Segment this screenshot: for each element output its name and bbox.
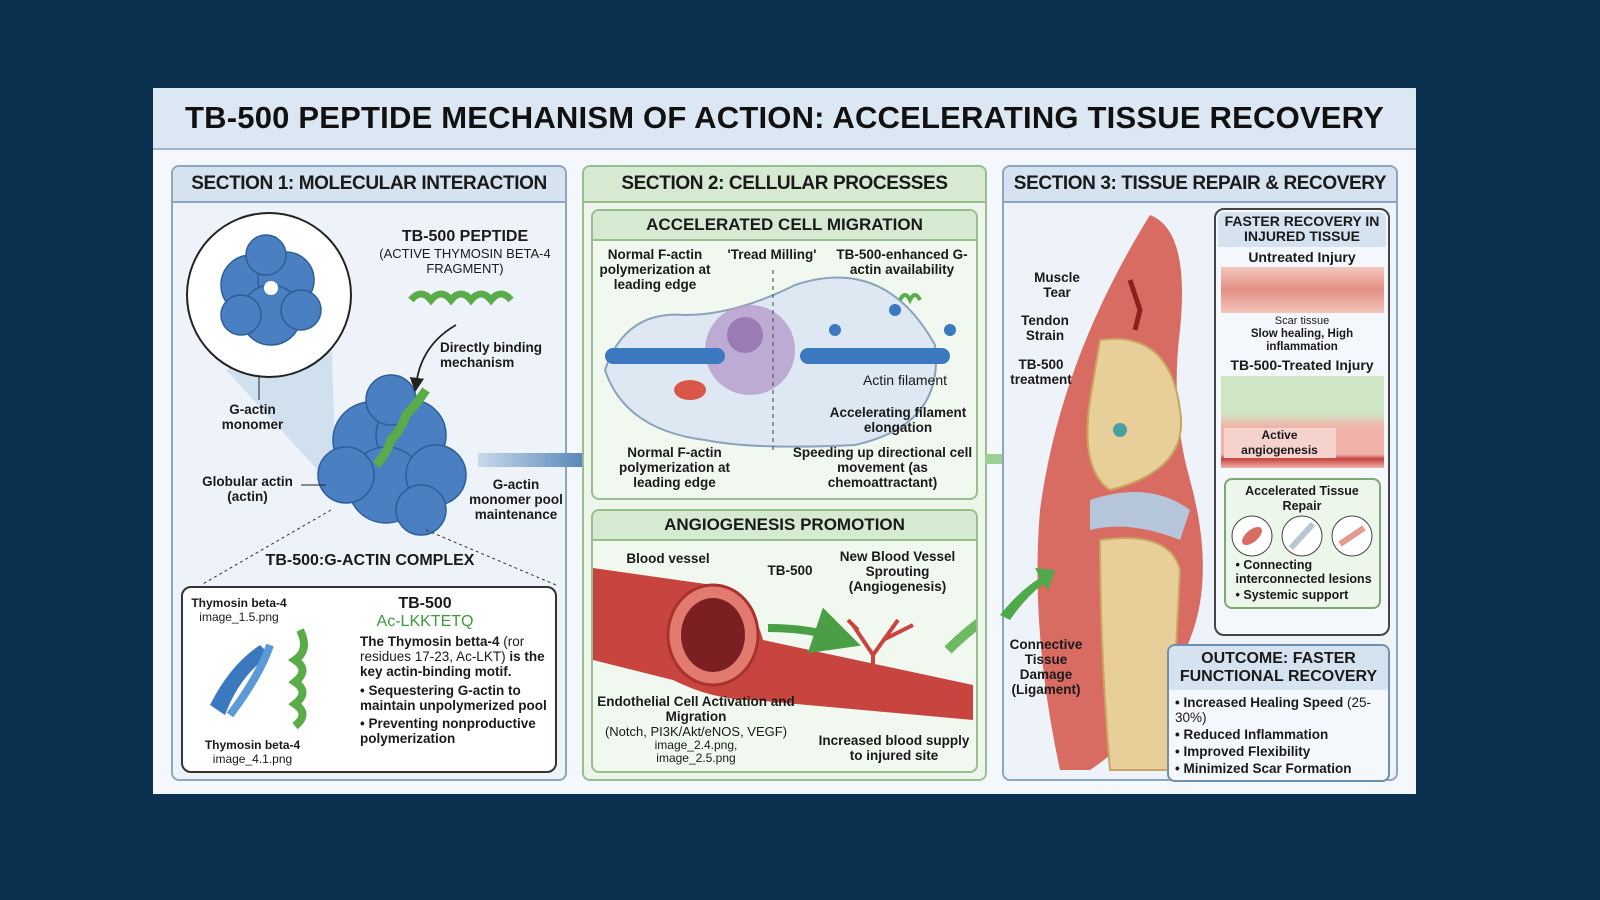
tb4-top-label: Thymosin beta-4	[191, 596, 287, 610]
bullet: Connecting interconnected lesions	[1236, 558, 1375, 586]
complex-title: TB-500:G-ACTIN COMPLEX	[265, 552, 475, 569]
bullet: Minimized Scar Formation	[1175, 761, 1384, 776]
bullet-bold: Increased Healing Speed	[1183, 695, 1344, 710]
pool-label: G-actin monomer pool maintenance	[469, 477, 563, 522]
tissue-repair-icons	[1231, 515, 1372, 557]
tb4-top-group: Thymosin beta-4 image_1.5.png	[184, 596, 294, 624]
recovery-panel: FASTER RECOVERY IN INJURED TISSUE Untrea…	[1214, 208, 1390, 636]
pathways-label: (Notch, PI3K/Akt/eNOS, VEGF)	[604, 724, 788, 739]
treatment-label: TB-500 treatment	[1010, 357, 1072, 387]
binding-label: Directly binding mechanism	[440, 340, 543, 370]
desc-normal: (ror residues 17-23, Ac-LKT)	[360, 634, 525, 664]
bullet: Preventing nonproductive polymerization	[360, 716, 554, 746]
outcome-panel: OUTCOME: FASTER FUNCTIONAL RECOVERY Incr…	[1167, 644, 1390, 782]
tb4-bottom-label: Thymosin beta-4	[204, 738, 301, 752]
muscle-tear-label: Muscle Tear	[1034, 270, 1080, 300]
normal-factin-top: Normal F-actin polymerization at leading…	[599, 247, 711, 292]
endothelial-label: Endothelial Cell Activation and Migratio…	[597, 694, 795, 724]
bullet: Improved Flexibility	[1175, 744, 1384, 759]
scar-tissue-image	[1220, 267, 1384, 313]
thymosin-structure	[210, 628, 308, 730]
section-3-header: SECTION 3: TISSUE REPAIR & RECOVERY	[1004, 167, 1396, 203]
cell-migration-header: ACCELERATED CELL MIGRATION	[593, 211, 976, 241]
treated-label: TB-500-Treated Injury	[1230, 357, 1374, 373]
complex-description: The Thymosin betta-4 (ror residues 17-23…	[360, 634, 554, 679]
blood-vessel-illustration	[593, 568, 976, 720]
blood-vessel-label: Blood vessel	[626, 551, 710, 566]
peptide-label-group: TB-500 PEPTIDE (ACTIVE THYMOSIN BETA-4 F…	[375, 228, 555, 276]
sprouting-label: New Blood Vessel Sprouting (Angiogenesis…	[839, 549, 956, 594]
globular-actin-label: Globular actin (actin)	[202, 474, 293, 504]
flow-arrow-icon	[1000, 568, 1055, 620]
bullet: Sequestering G-actin to maintain unpolym…	[360, 683, 554, 713]
knee-joint-illustration	[1037, 215, 1203, 771]
complex-text-group: TB-500 Ac-LKKTETQ The Thymosin betta-4 (…	[360, 595, 554, 746]
untreated-label: Untreated Injury	[1248, 249, 1356, 265]
treated-tissue-image: Active angiogenesis	[1220, 376, 1384, 468]
tb4-top-file: image_1.5.png	[199, 610, 279, 624]
connective-tissue-label: Connective Tissue Damage (Ligament)	[1009, 637, 1083, 697]
tendon-strain-label: Tendon Strain	[1021, 313, 1069, 343]
section-2-header: SECTION 2: CELLULAR PROCESSES	[584, 167, 985, 203]
g-actin-label: G-actin monomer	[221, 402, 284, 432]
molecular-illustration	[186, 212, 557, 586]
flow-arrow-icon	[478, 442, 621, 478]
bullet-normal: (25-30%)	[1175, 695, 1372, 725]
bullet: Systemic support	[1236, 588, 1375, 602]
tb4-bottom-group: Thymosin beta-4 image_4.1.png	[195, 738, 310, 766]
scar-label: Scar tissue	[1274, 315, 1330, 327]
normal-factin-bottom: Normal F-actin polymerization at leading…	[618, 445, 731, 490]
active-angiogenesis-label: Active angiogenesis	[1223, 428, 1336, 458]
desc-bold-2: is the key actin-binding motif.	[360, 649, 545, 679]
cell-illustration	[603, 270, 956, 450]
angiogenesis-header: ANGIOGENESIS PROMOTION	[593, 511, 976, 541]
treadmilling-label: 'Tread Milling'	[727, 247, 817, 262]
outcome-bullets: Increased Healing Speed (25-30%) Reduced…	[1169, 690, 1388, 776]
tissue-repair-box: Accelerated Tissue Repair Connecting int…	[1223, 478, 1381, 609]
tb500-label: TB-500	[398, 595, 452, 612]
elongation-label: Accelerating filament elongation	[829, 405, 967, 435]
section-1-header: SECTION 1: MOLECULAR INTERACTION	[173, 167, 565, 203]
endothelial-group: Endothelial Cell Activation and Migratio…	[596, 694, 796, 765]
tissue-repair-label: Accelerated Tissue Repair	[1245, 484, 1359, 513]
blood-supply-label: Increased blood supply to injured site	[818, 733, 970, 763]
tb4-bottom-file: image_4.1.png	[212, 752, 293, 766]
files-label: image_2.4.png, image_2.5.png	[654, 738, 738, 765]
speeding-label: Speeding up directional cell movement (a…	[792, 445, 973, 490]
bullet: Reduced Inflammation	[1175, 727, 1384, 742]
enhanced-availability-label: TB-500-enhanced G-actin availability	[836, 247, 968, 277]
peptide-subtitle: (ACTIVE THYMOSIN BETA-4 FRAGMENT)	[379, 246, 551, 276]
desc-bold: The Thymosin betta-4	[360, 634, 500, 649]
tb500-angio-label: TB-500	[767, 563, 813, 578]
sequence-label: Ac-LKKTETQ	[376, 613, 474, 630]
complex-bullets: Sequestering G-actin to maintain unpolym…	[360, 683, 554, 746]
slow-healing-label: Slow healing, High inflammation	[1250, 328, 1354, 353]
page-title: TB-500 PEPTIDE MECHANISM OF ACTION: ACCE…	[153, 88, 1416, 150]
bullet: Increased Healing Speed (25-30%)	[1175, 695, 1384, 725]
peptide-title: TB-500 PEPTIDE	[401, 228, 529, 245]
recovery-header: FASTER RECOVERY IN INJURED TISSUE	[1218, 212, 1386, 247]
outcome-header: OUTCOME: FASTER FUNCTIONAL RECOVERY	[1169, 646, 1388, 690]
repair-bullets: Connecting interconnected lesions System…	[1230, 558, 1375, 602]
actin-filament-label: Actin filament	[862, 372, 948, 388]
